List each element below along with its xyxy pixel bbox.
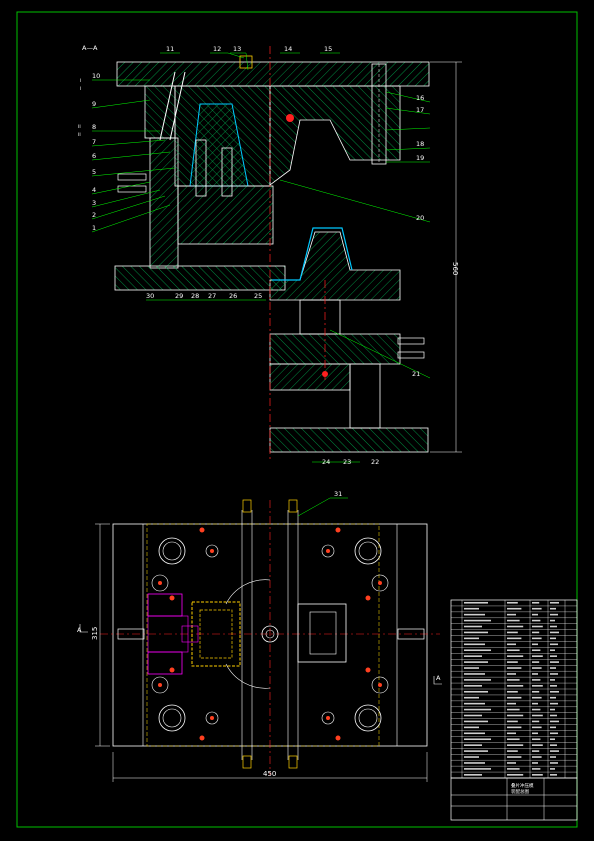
callout-21: 21 — [412, 370, 420, 378]
plan-view — [100, 499, 440, 775]
plate-depth-dim: 315 — [91, 627, 99, 640]
right-callouts — [279, 91, 431, 379]
callout-17: 17 — [416, 106, 424, 114]
top-callouts — [160, 52, 340, 71]
callout-20: 20 — [416, 214, 424, 222]
callout-7: 7 — [92, 138, 96, 146]
callout-26: 26 — [229, 292, 237, 300]
callout-28: 28 — [191, 292, 199, 300]
section-mark-ii-bottom: II — [78, 132, 81, 138]
callout-15: 15 — [324, 45, 332, 53]
callout-29: 29 — [175, 292, 183, 300]
callout-10: 10 — [92, 72, 100, 80]
section-mark-ii-top: II — [78, 124, 81, 130]
callout-12: 12 — [213, 45, 221, 53]
title-line-2: 装配总图 — [511, 788, 529, 795]
view-mark-left: A — [77, 626, 82, 634]
title-line-1: 叠片冲压模 — [511, 782, 534, 789]
callout-3: 3 — [92, 199, 96, 207]
plate-width-dim: 450 — [263, 770, 276, 778]
callout-30: 30 — [146, 292, 154, 300]
callout-18: 18 — [416, 140, 424, 148]
overall-height-dim: 560 — [451, 262, 459, 275]
callout-22: 22 — [371, 458, 379, 466]
callout-14: 14 — [284, 45, 292, 53]
section-view — [114, 46, 430, 462]
callout-13: 13 — [233, 45, 241, 53]
left-callouts — [91, 79, 176, 233]
section-mark-i-top: I — [80, 78, 81, 84]
callout-16: 16 — [416, 94, 424, 102]
bill-of-materials — [450, 599, 578, 779]
height-dimension — [430, 61, 462, 453]
bottom-callouts — [146, 299, 360, 463]
callout-25: 25 — [254, 292, 262, 300]
callout-6: 6 — [92, 152, 96, 160]
title-block — [450, 777, 578, 821]
callout-11: 11 — [166, 45, 174, 53]
callout-24: 24 — [322, 458, 330, 466]
view-mark-right: A — [436, 674, 441, 682]
callout-1: 1 — [92, 224, 96, 232]
callout-27: 27 — [208, 292, 216, 300]
callout-4: 4 — [92, 186, 96, 194]
callout-23: 23 — [343, 458, 351, 466]
drawing-border — [16, 11, 578, 828]
section-label: A—A — [82, 44, 98, 52]
callout-9: 9 — [92, 100, 96, 108]
callout-2: 2 — [92, 211, 96, 219]
callout-19: 19 — [416, 154, 424, 162]
section-mark-i-bottom: I — [80, 86, 81, 92]
callout-5: 5 — [92, 168, 96, 176]
callout-31-leader — [297, 497, 331, 517]
plan-dimensions — [95, 523, 428, 782]
callout-8: 8 — [92, 123, 96, 131]
callout-31: 31 — [334, 490, 342, 498]
